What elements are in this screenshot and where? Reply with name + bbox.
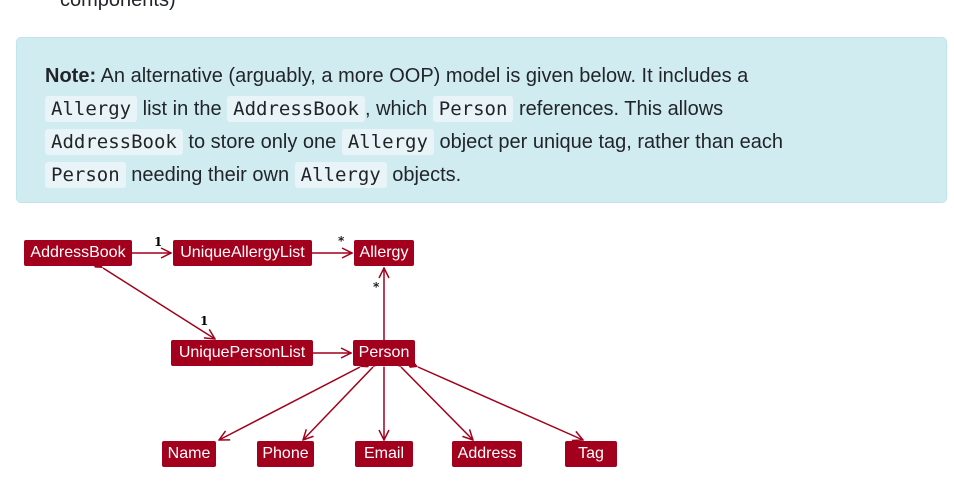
note-text: to store only one (182, 131, 342, 153)
note-text: list in the (137, 98, 228, 120)
class-uniquepersonlist: UniquePersonList (171, 340, 313, 366)
class-email: Email (355, 441, 413, 467)
note-text: references. This allows (513, 98, 724, 120)
code-addressbook: AddressBook (45, 129, 183, 155)
multiplicity-label: 1 (200, 314, 209, 328)
code-allergy: Allergy (45, 96, 138, 122)
composition-person-tag (418, 367, 583, 440)
class-tag: Tag (565, 441, 617, 467)
code-addressbook: AddressBook (227, 96, 365, 122)
note-text: , which (364, 98, 433, 120)
note-text: An alternative (arguably, a more OOP) mo… (96, 65, 749, 87)
class-uniqueallergylist: UniqueAllergyList (173, 240, 312, 266)
multiplicity-label: * (338, 234, 345, 248)
note-label: Note: (45, 65, 97, 87)
class-name: Name (162, 441, 216, 467)
class-person: Person (353, 340, 415, 366)
class-allergy: Allergy (354, 240, 414, 266)
code-person: Person (45, 162, 126, 188)
note-callout: Note: An alternative (arguably, a more O… (16, 37, 947, 203)
code-person: Person (432, 96, 514, 122)
note-text: object per unique tag, rather than each (433, 131, 784, 153)
class-addressbook: AddressBook (24, 240, 132, 266)
code-allergy: Allergy (341, 129, 434, 155)
note-text: needing their own (125, 164, 295, 186)
class-phone: Phone (257, 441, 314, 467)
composition-person-phone (303, 367, 373, 440)
note-text: objects. (386, 164, 462, 186)
multiplicity-label: * (373, 280, 380, 294)
composition-addressbook-personlist (103, 268, 215, 339)
diagram-connectors (16, 225, 628, 480)
composition-person-address (401, 367, 473, 440)
code-allergy: Allergy (294, 162, 387, 188)
uml-class-diagram: AddressBook UniqueAllergyList Allergy Un… (16, 225, 628, 480)
previous-text-fragment: components) (60, 0, 176, 11)
class-address: Address (452, 441, 522, 467)
multiplicity-label: 1 (154, 235, 163, 249)
